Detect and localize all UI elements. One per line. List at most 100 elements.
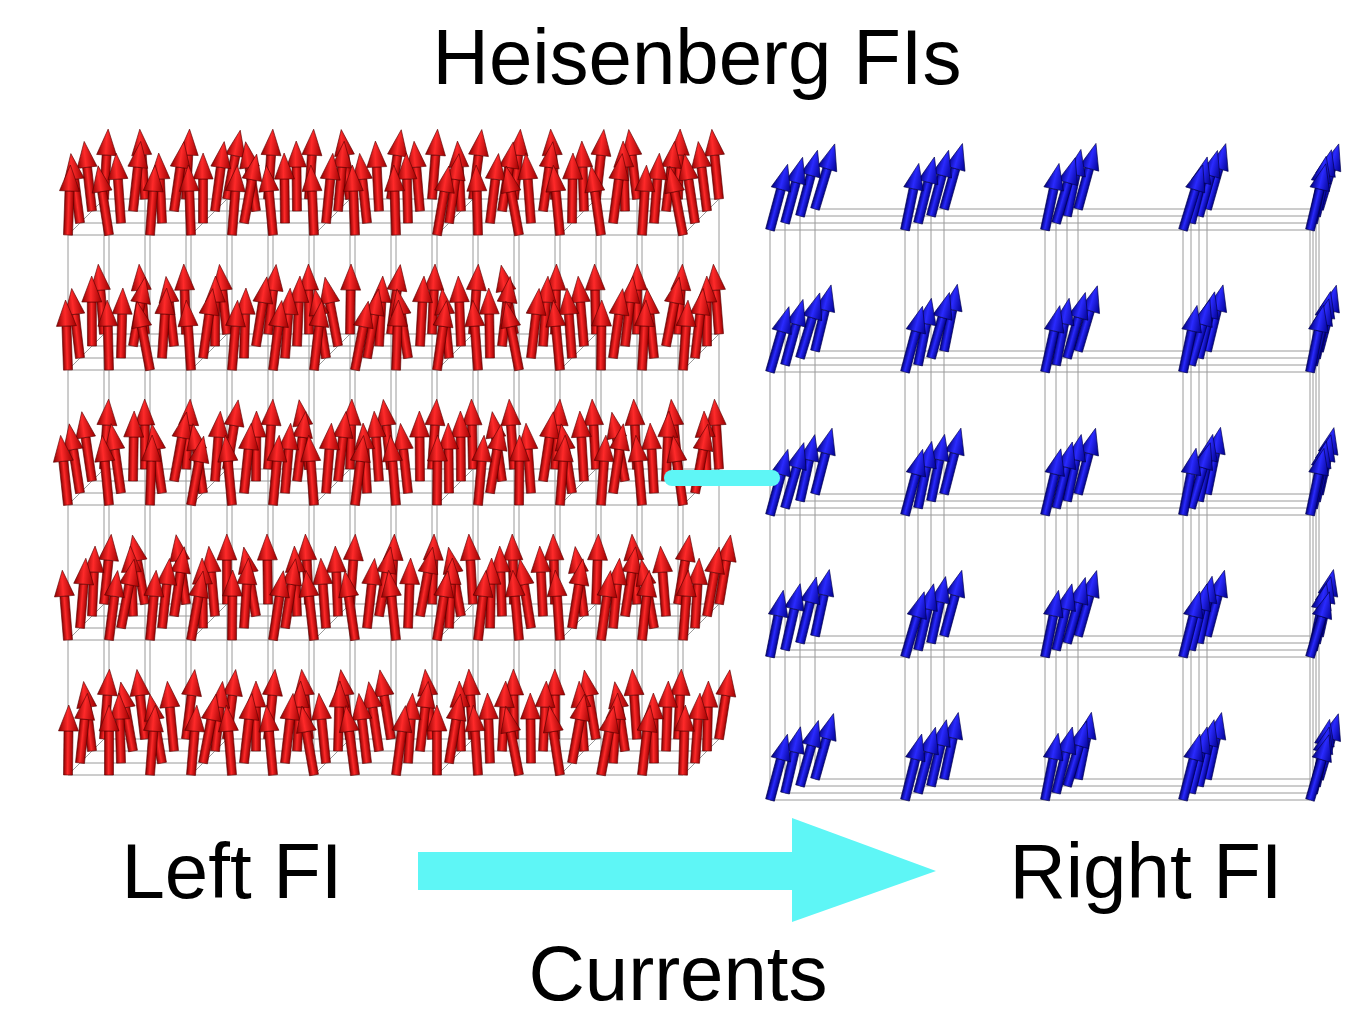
spin-arrow (503, 569, 529, 640)
arrow-head (771, 732, 797, 762)
arrow-head (1044, 161, 1069, 191)
spin-arrow (1173, 589, 1209, 660)
arrow-shaft (224, 731, 237, 776)
spin-arrow (1300, 303, 1333, 374)
spin-arrow (257, 704, 283, 776)
arrow-shaft (170, 437, 187, 482)
spin-arrow (760, 304, 798, 375)
arrow-head (705, 545, 729, 574)
spin-arrow (1306, 717, 1339, 788)
arrow-shaft (105, 596, 119, 641)
spin-arrow (626, 434, 652, 505)
arrow-head (270, 569, 294, 598)
arrow-head (144, 569, 166, 597)
arrow-shaft (597, 731, 614, 776)
lattice-label: Right FI (1009, 829, 1282, 915)
spin-arrow (58, 705, 79, 775)
arrow-head (772, 304, 798, 335)
arrow-head (635, 165, 657, 192)
spin-arrow (551, 422, 582, 494)
arrow-shaft (264, 191, 277, 236)
arrow-head (526, 287, 549, 315)
spin-arrow (1300, 589, 1339, 660)
arrow-head (816, 426, 842, 456)
arrow-head (622, 668, 644, 695)
arrow-shaft (322, 179, 335, 224)
arrow-head (906, 304, 932, 334)
arrow-head (494, 681, 515, 708)
arrow-head (354, 299, 379, 328)
arrow-head (469, 128, 492, 156)
arrow-shaft (523, 179, 535, 224)
arrow-shaft (592, 560, 603, 604)
spin-arrow (491, 263, 523, 335)
arrow-shaft (697, 167, 711, 212)
arrow-shaft (634, 461, 647, 506)
spin-arrow (386, 704, 415, 776)
arrow-head (349, 692, 372, 720)
arrow-shaft (527, 314, 541, 359)
arrow-shaft (638, 191, 650, 235)
arrow-shaft (766, 615, 783, 658)
arrow-head (99, 705, 119, 731)
arrow-head (362, 557, 385, 585)
arrow-head (497, 275, 520, 303)
arrow-shaft (103, 326, 113, 370)
arrow-head (155, 287, 177, 314)
arrow-shaft (433, 191, 449, 236)
arrow-shaft (901, 330, 921, 373)
arrow-shaft (662, 707, 672, 751)
spin-arrow (632, 569, 659, 641)
arrow-head (702, 128, 725, 156)
spin-arrow (181, 434, 213, 506)
arrow-head (333, 410, 356, 438)
arrow-head (400, 558, 421, 585)
arrow-head (208, 410, 230, 437)
spin-arrow (215, 434, 242, 506)
arrow-head (1186, 162, 1213, 193)
arrow-head (97, 129, 119, 156)
arrow-shaft (553, 596, 565, 641)
arrow-head (503, 569, 525, 597)
spin-arrow (299, 434, 324, 505)
spin-arrow (152, 287, 177, 358)
arrow-head (569, 557, 593, 586)
arrow-head (51, 434, 74, 462)
spin-arrow (895, 589, 933, 660)
arrow-shaft (1041, 188, 1058, 231)
arrow-head (56, 300, 77, 327)
spin-arrow (379, 569, 406, 641)
arrow-head (286, 141, 306, 167)
arrow-head (803, 290, 830, 321)
spin-arrow (222, 570, 243, 640)
arrow-shaft (901, 188, 918, 231)
spin-arrow (895, 447, 932, 518)
spin-arrow (591, 434, 616, 505)
spin-arrow (292, 704, 324, 776)
arrow-shaft (568, 179, 578, 223)
spin-arrow (140, 569, 166, 640)
spin-arrow (123, 411, 144, 481)
spin-arrow (176, 299, 201, 370)
spin-arrow (427, 705, 447, 775)
lattice-bond (314, 604, 350, 640)
arrow-shaft (471, 731, 483, 776)
arrow-head (1182, 303, 1207, 333)
arrow-shaft (1179, 615, 1198, 658)
spin-arrow (895, 732, 931, 803)
arrow-head (201, 692, 226, 721)
arrow-head (335, 569, 359, 598)
arrow-shaft (264, 731, 277, 776)
arrow-shaft (536, 572, 547, 616)
arrow-shaft (638, 326, 649, 370)
arrow-shaft (281, 719, 295, 764)
current-label: Currents (528, 931, 827, 1017)
arrow-head (563, 153, 583, 179)
lattice-bond (770, 657, 1310, 658)
spin-arrow (632, 165, 656, 236)
arrow-shaft (60, 596, 73, 641)
arrow-head (670, 669, 691, 696)
arrow-shaft (506, 731, 523, 776)
arrow-head (143, 704, 165, 731)
arrow-shaft (372, 167, 383, 211)
